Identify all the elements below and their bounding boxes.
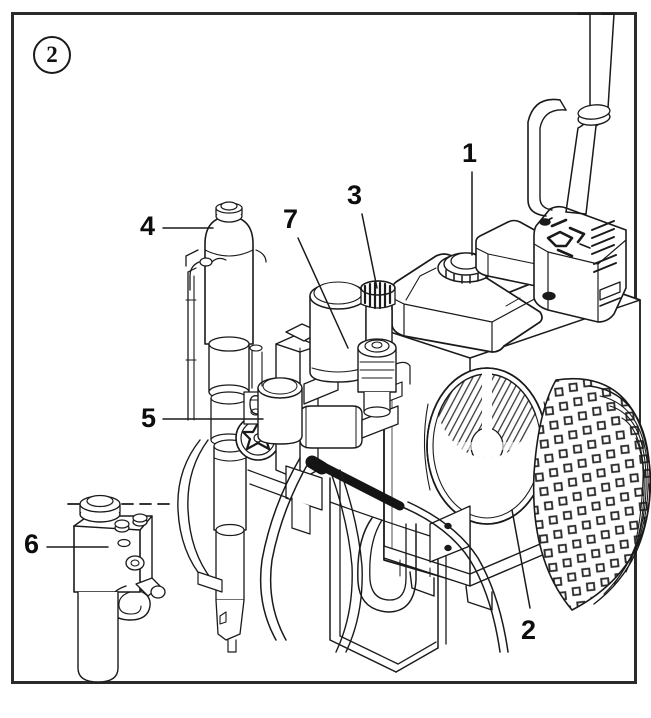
fan-housing [423,367,550,525]
figure-number-circle [33,36,71,74]
figure-number-badge: 2 [33,36,73,76]
callout-label-1: 1 [462,138,478,168]
leader-7 [297,237,349,349]
callout-label-6: 6 [24,529,40,559]
callout-label-3: 3 [347,180,363,210]
callout-label-7: 7 [283,204,299,234]
callout-label-2: 2 [521,615,537,645]
callout-leaders [46,171,531,609]
callout-label-4: 4 [140,211,156,241]
filter-manifold-detail-inset [67,494,171,683]
hydraulic-pump-cylinder [185,201,267,447]
exhaust-and-handle [527,13,615,217]
misc-fittings [249,344,301,389]
fluid-section-siphon [213,439,247,653]
callout-label-5: 5 [141,403,157,433]
small-cup-component [249,377,303,445]
leader-2 [511,509,531,609]
leader-3 [361,213,378,289]
figure-number-text: 2 [46,42,58,67]
hoses [177,439,509,653]
rear-wheel [532,378,651,611]
pressure-relief-valve [357,279,411,418]
engine-control-panel [533,205,627,323]
